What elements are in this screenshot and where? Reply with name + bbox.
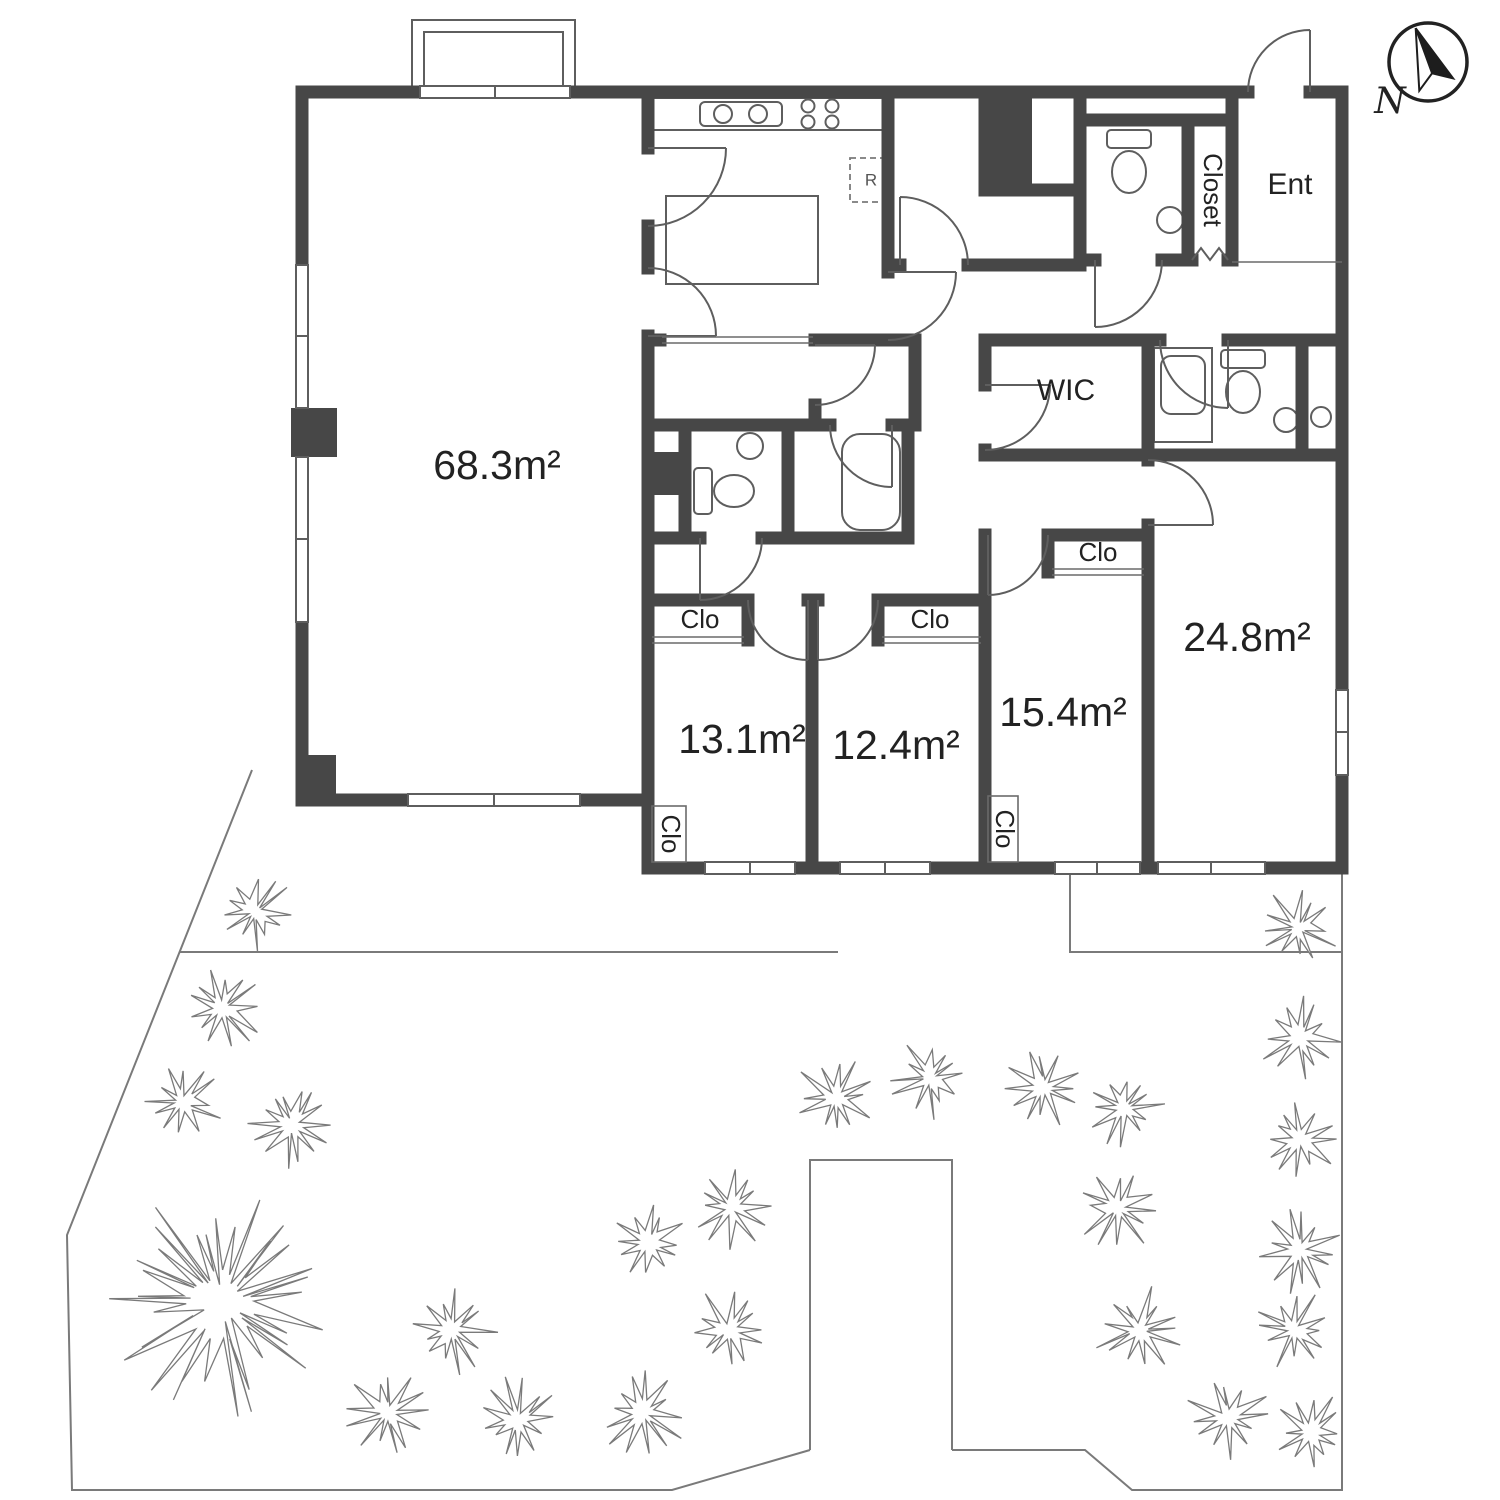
toilet-bowl-icon [1225, 370, 1261, 414]
clo-c-label: Clo [1078, 537, 1117, 567]
hand-basin-icon [1156, 206, 1184, 234]
garden-tree-icon [1264, 890, 1336, 959]
garden-tree-icon [1187, 1382, 1269, 1460]
garden-tree-icon [606, 1370, 683, 1454]
garden-tree-icon [1262, 995, 1342, 1080]
doors [647, 29, 1311, 661]
bathtub-icon [841, 433, 901, 531]
compass-needle-icon [1414, 27, 1456, 94]
kitchen-sink [699, 101, 783, 127]
living-area-label: 68.3m² [433, 442, 561, 488]
garden-tree-icon [1257, 1294, 1326, 1368]
stove-burner-icon [800, 114, 816, 130]
garden-tree-icon [346, 1377, 429, 1453]
garden-tree-icon [483, 1376, 554, 1456]
vanity-sink [1160, 355, 1206, 415]
garden-tree-icon [1004, 1051, 1079, 1126]
stove-burner-icon [824, 98, 840, 114]
toilet-tank [1220, 349, 1266, 369]
bedroom-d-area-label: 24.8m² [1183, 614, 1311, 660]
sliding-doors [651, 261, 1342, 863]
clo-d-label: Clo [656, 814, 686, 853]
garden-tree-icon [694, 1291, 763, 1365]
north-label: N [1373, 81, 1407, 122]
entrance-label: Ent [1267, 168, 1313, 201]
garden-tree-icon [144, 1068, 221, 1133]
windows [295, 85, 1349, 875]
garden-tree-icon [1278, 1396, 1338, 1468]
clo-e-label: Clo [990, 809, 1020, 848]
toilet-tank [693, 467, 713, 515]
utility-sink-icon [1310, 406, 1332, 428]
clo-a-label: Clo [680, 604, 719, 634]
wic-label: WIC [1037, 374, 1095, 407]
garden-tree-icon [412, 1288, 499, 1376]
garden-tree-icon [616, 1204, 683, 1273]
garden-tree-icon [799, 1061, 871, 1128]
clo-b-label: Clo [910, 604, 949, 634]
compass: N [1373, 21, 1469, 122]
bedroom-c-area-label: 15.4m² [999, 689, 1127, 735]
garden-tree-icon [1091, 1081, 1166, 1148]
stove-burner-icon [800, 98, 816, 114]
balcony [411, 19, 576, 92]
stove-burner-icon [824, 114, 840, 130]
sink-bowl-icon [713, 104, 733, 124]
toilet-bowl-icon [713, 474, 755, 508]
toilet-bowl-icon [1111, 150, 1147, 194]
garden-tree-icon [1082, 1175, 1157, 1246]
garden-tree-icon [1270, 1102, 1337, 1177]
sink-bowl-icon [748, 104, 768, 124]
garden-tree-icon [890, 1044, 963, 1120]
building-footprint [302, 92, 1342, 868]
hand-basin-icon [736, 432, 764, 460]
wall-pillars [291, 96, 1032, 800]
room-labels: 68.3m² 13.1m² 12.4m² 15.4m² 24.8m² WIC E… [433, 153, 1313, 853]
garden-tree-icon [697, 1169, 772, 1250]
garden-trees [109, 878, 1342, 1468]
closet-label: Closet [1198, 153, 1228, 227]
bedroom-a-area-label: 13.1m² [678, 716, 806, 762]
garden-tree-icon [247, 1091, 331, 1169]
garden-tree-icon [109, 1199, 323, 1417]
garden-tree-icon [190, 969, 258, 1047]
bathroom-fixtures [693, 129, 1332, 531]
garden-tree-icon [224, 878, 292, 952]
kitchen-island [665, 195, 819, 285]
garden-boundary [65, 769, 1343, 1491]
bedroom-b-area-label: 12.4m² [832, 722, 960, 768]
refrigerator-label: R [865, 170, 877, 189]
hand-basin-icon [1273, 407, 1299, 433]
walls [295, 85, 1349, 875]
garden-tree-icon [1096, 1286, 1181, 1365]
garden-tree-icon [1259, 1208, 1340, 1294]
toilet-tank [1106, 129, 1152, 149]
